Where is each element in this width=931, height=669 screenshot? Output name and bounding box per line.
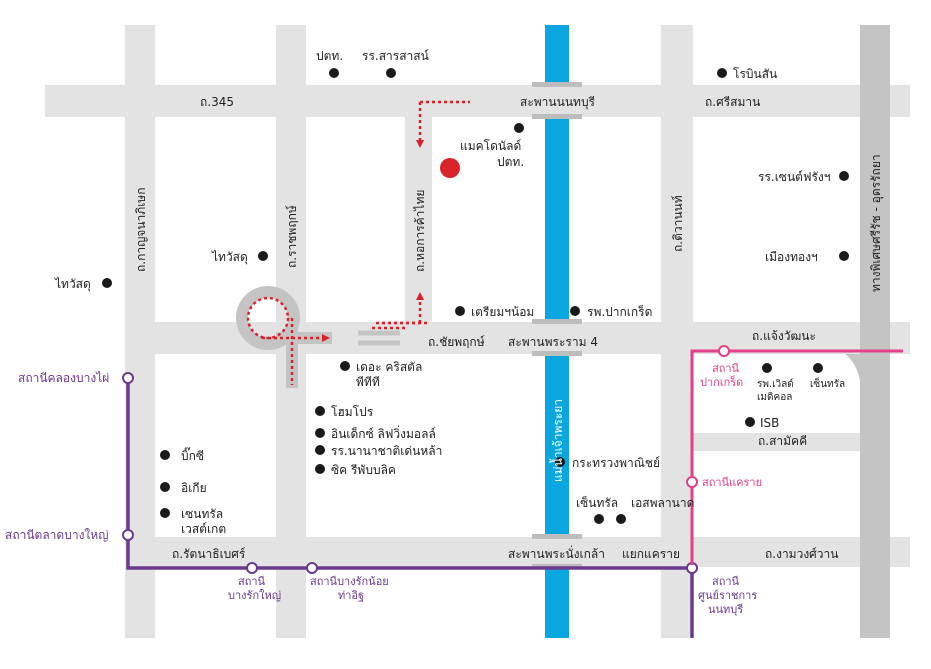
label-index: อินเด็กซ์ ลิฟวิ่งมอลล์: [331, 425, 436, 441]
interchange-loop: [236, 286, 332, 388]
poi-dots: [102, 68, 849, 524]
station-bang-rak-yai: [246, 562, 258, 574]
label-chaiyaphruek: ถ.ชัยพฤกษ์: [428, 335, 485, 349]
road-norcor: [405, 117, 432, 325]
label-nanachat: รร.นานาชาติเด่นหล้า: [331, 444, 442, 458]
road-ratanathibet: [125, 537, 910, 567]
station-khlong-bang-phai: [122, 372, 134, 384]
label-thaiwatsadu: ไทวัสดุ: [211, 250, 248, 265]
label-station-gov-center-2: ศูนย์ราชการ: [698, 589, 757, 602]
road-345-sriSaman: [45, 85, 910, 117]
label-muangthong: เมืองทองฯ: [765, 250, 818, 264]
road-samakkhi: [693, 433, 860, 451]
label-rama4-bridge: สะพานพระราม 4: [508, 335, 598, 349]
label-robinson: โรบินสัน: [733, 67, 777, 81]
station-pakkret: [718, 345, 730, 357]
road-labels: ถ.345 ถ.ศรีสมาน สะพานนนทบุรี ถ.ชัยพฤกษ์ …: [134, 95, 884, 561]
label-station-khlong-bang-phai: สถานีคลองบางไผ่: [18, 371, 109, 385]
label-central-westgate: เซนทรัล: [181, 507, 223, 521]
route-dotted: [246, 100, 470, 385]
station-khae-rai: [686, 476, 698, 488]
station-bang-rak-noi: [306, 562, 318, 574]
nonthaburi-bridge: [532, 85, 582, 117]
label-montfort: รร.เซนต์ฟรังฯ: [758, 170, 831, 184]
label-bigc: บิ๊กซี: [181, 447, 204, 463]
label-world-medical-2: เมดิคอล: [757, 392, 792, 403]
rama4-bridge: [532, 322, 582, 354]
label-river: แม่น้ำเจ้าพระยา: [549, 399, 565, 482]
label-crystal-ptt: พีทีที: [356, 375, 380, 389]
label-samakkhi: ถ.สามัคคี: [758, 434, 807, 448]
label-station-gov-center-3: นนทบุรี: [708, 603, 743, 616]
label-seacon: ซิค รีพับบลิค: [331, 463, 396, 477]
label-ikea: อิเกีย: [181, 481, 207, 495]
label-kanchana: ถ.กาญจนาภิเษก: [134, 188, 148, 272]
label-isb: ISB: [760, 416, 779, 430]
label-commerce: กระทรวงพาณิชย์: [572, 456, 660, 470]
label-station-pakkret: สถานี: [712, 362, 740, 375]
label-central-westgate-2: เวสต์เกต: [181, 522, 226, 536]
station-labels: สถานีคลองบางไผ่ สถานีตลาดบางใหญ่ สถานี บ…: [5, 362, 762, 616]
label-pakkret-hospital: รพ.ปากเกร็ด: [587, 304, 652, 319]
label-station-pakkret-2: ปากเกร็ด: [700, 375, 743, 389]
label-ptt: ปตท.: [316, 49, 343, 63]
label-nangklao-bridge: สะพานพระนั่งเกล้า: [508, 545, 605, 561]
nangklao-bridge: [532, 537, 582, 567]
label-triamnom: เตรียมฯน้อม: [471, 305, 534, 319]
station-talat-bang-yai: [122, 529, 134, 541]
label-mcdonalds: แมคโดนัลด์: [460, 139, 521, 153]
label-road-345: ถ.345: [200, 95, 234, 109]
road-tiwanon: [661, 25, 693, 638]
label-station-talat-bang-yai: สถานีตลาดบางใหญ่: [5, 528, 108, 542]
road-network: [45, 25, 910, 638]
label-central: เซ็นทรัล: [576, 495, 618, 510]
label-station-bang-rak-yai: สถานี: [238, 575, 266, 588]
label-crystal: เดอะ คริสตัล: [356, 360, 422, 374]
label-station-bang-rak-yai-2: บางรักใหญ่: [228, 589, 281, 602]
purple-line: [122, 372, 698, 638]
place-labels: ปตท. รร.สารสาสน์ โรบินสัน แมคโดนัลด์ ปตท…: [54, 49, 845, 536]
label-tiwanon: ถ.ติวานนท์: [671, 195, 685, 252]
expressway-ramp: [845, 354, 862, 395]
route-arrowhead: [416, 140, 424, 148]
label-expressway: ทางพิเศษศรีรัช - อุดรรัถยา: [869, 154, 884, 292]
venue-marker: [440, 158, 460, 178]
route-arrowhead: [322, 334, 330, 342]
label-ratanathibet: ถ.รัตนาธิเบศร์: [172, 547, 246, 561]
label-khae-rai-junction: แยกแคราย: [622, 547, 680, 561]
label-thaiwatsadu-west: ไทวัสดุ: [54, 277, 91, 292]
label-mcdonalds-ptt: ปตท.: [497, 155, 524, 169]
label-nonthaburi-bridge: สะพานนนทบุรี: [520, 95, 596, 110]
label-world-medical: รพ.เวิลด์: [757, 378, 794, 390]
road-expressway: [860, 25, 890, 638]
label-ngamwongwan: ถ.งามวงศ์วาน: [765, 547, 838, 561]
label-ratchaphruek: ถ.ราชพฤกษ์: [285, 205, 299, 268]
pink-line: [686, 345, 903, 565]
label-station-bang-rak-noi: สถานีบางรักน้อย: [310, 575, 389, 588]
label-central-cw: เซ็นทรัล: [810, 376, 845, 390]
label-station-khae-rai: สถานีแคราย: [702, 476, 762, 489]
label-road-sri-saman: ถ.ศรีสมาน: [705, 95, 760, 109]
chaiyaphruek-lane-marks: [358, 330, 400, 346]
label-chaengwattana: ถ.แจ้งวัฒนะ: [752, 329, 816, 343]
route-arrowhead: [416, 292, 424, 300]
label-sarasas: รร.สารสาสน์: [362, 49, 429, 63]
label-norcor: ถ.หอการค้าไทย: [413, 190, 427, 272]
label-station-gov-center: สถานี: [712, 575, 740, 588]
label-station-bang-rak-noi-2: ท่าอิฐ: [338, 589, 364, 602]
label-esplanade: เอสพลานาด: [631, 496, 694, 510]
label-homepro: โฮมโปร: [331, 405, 374, 419]
